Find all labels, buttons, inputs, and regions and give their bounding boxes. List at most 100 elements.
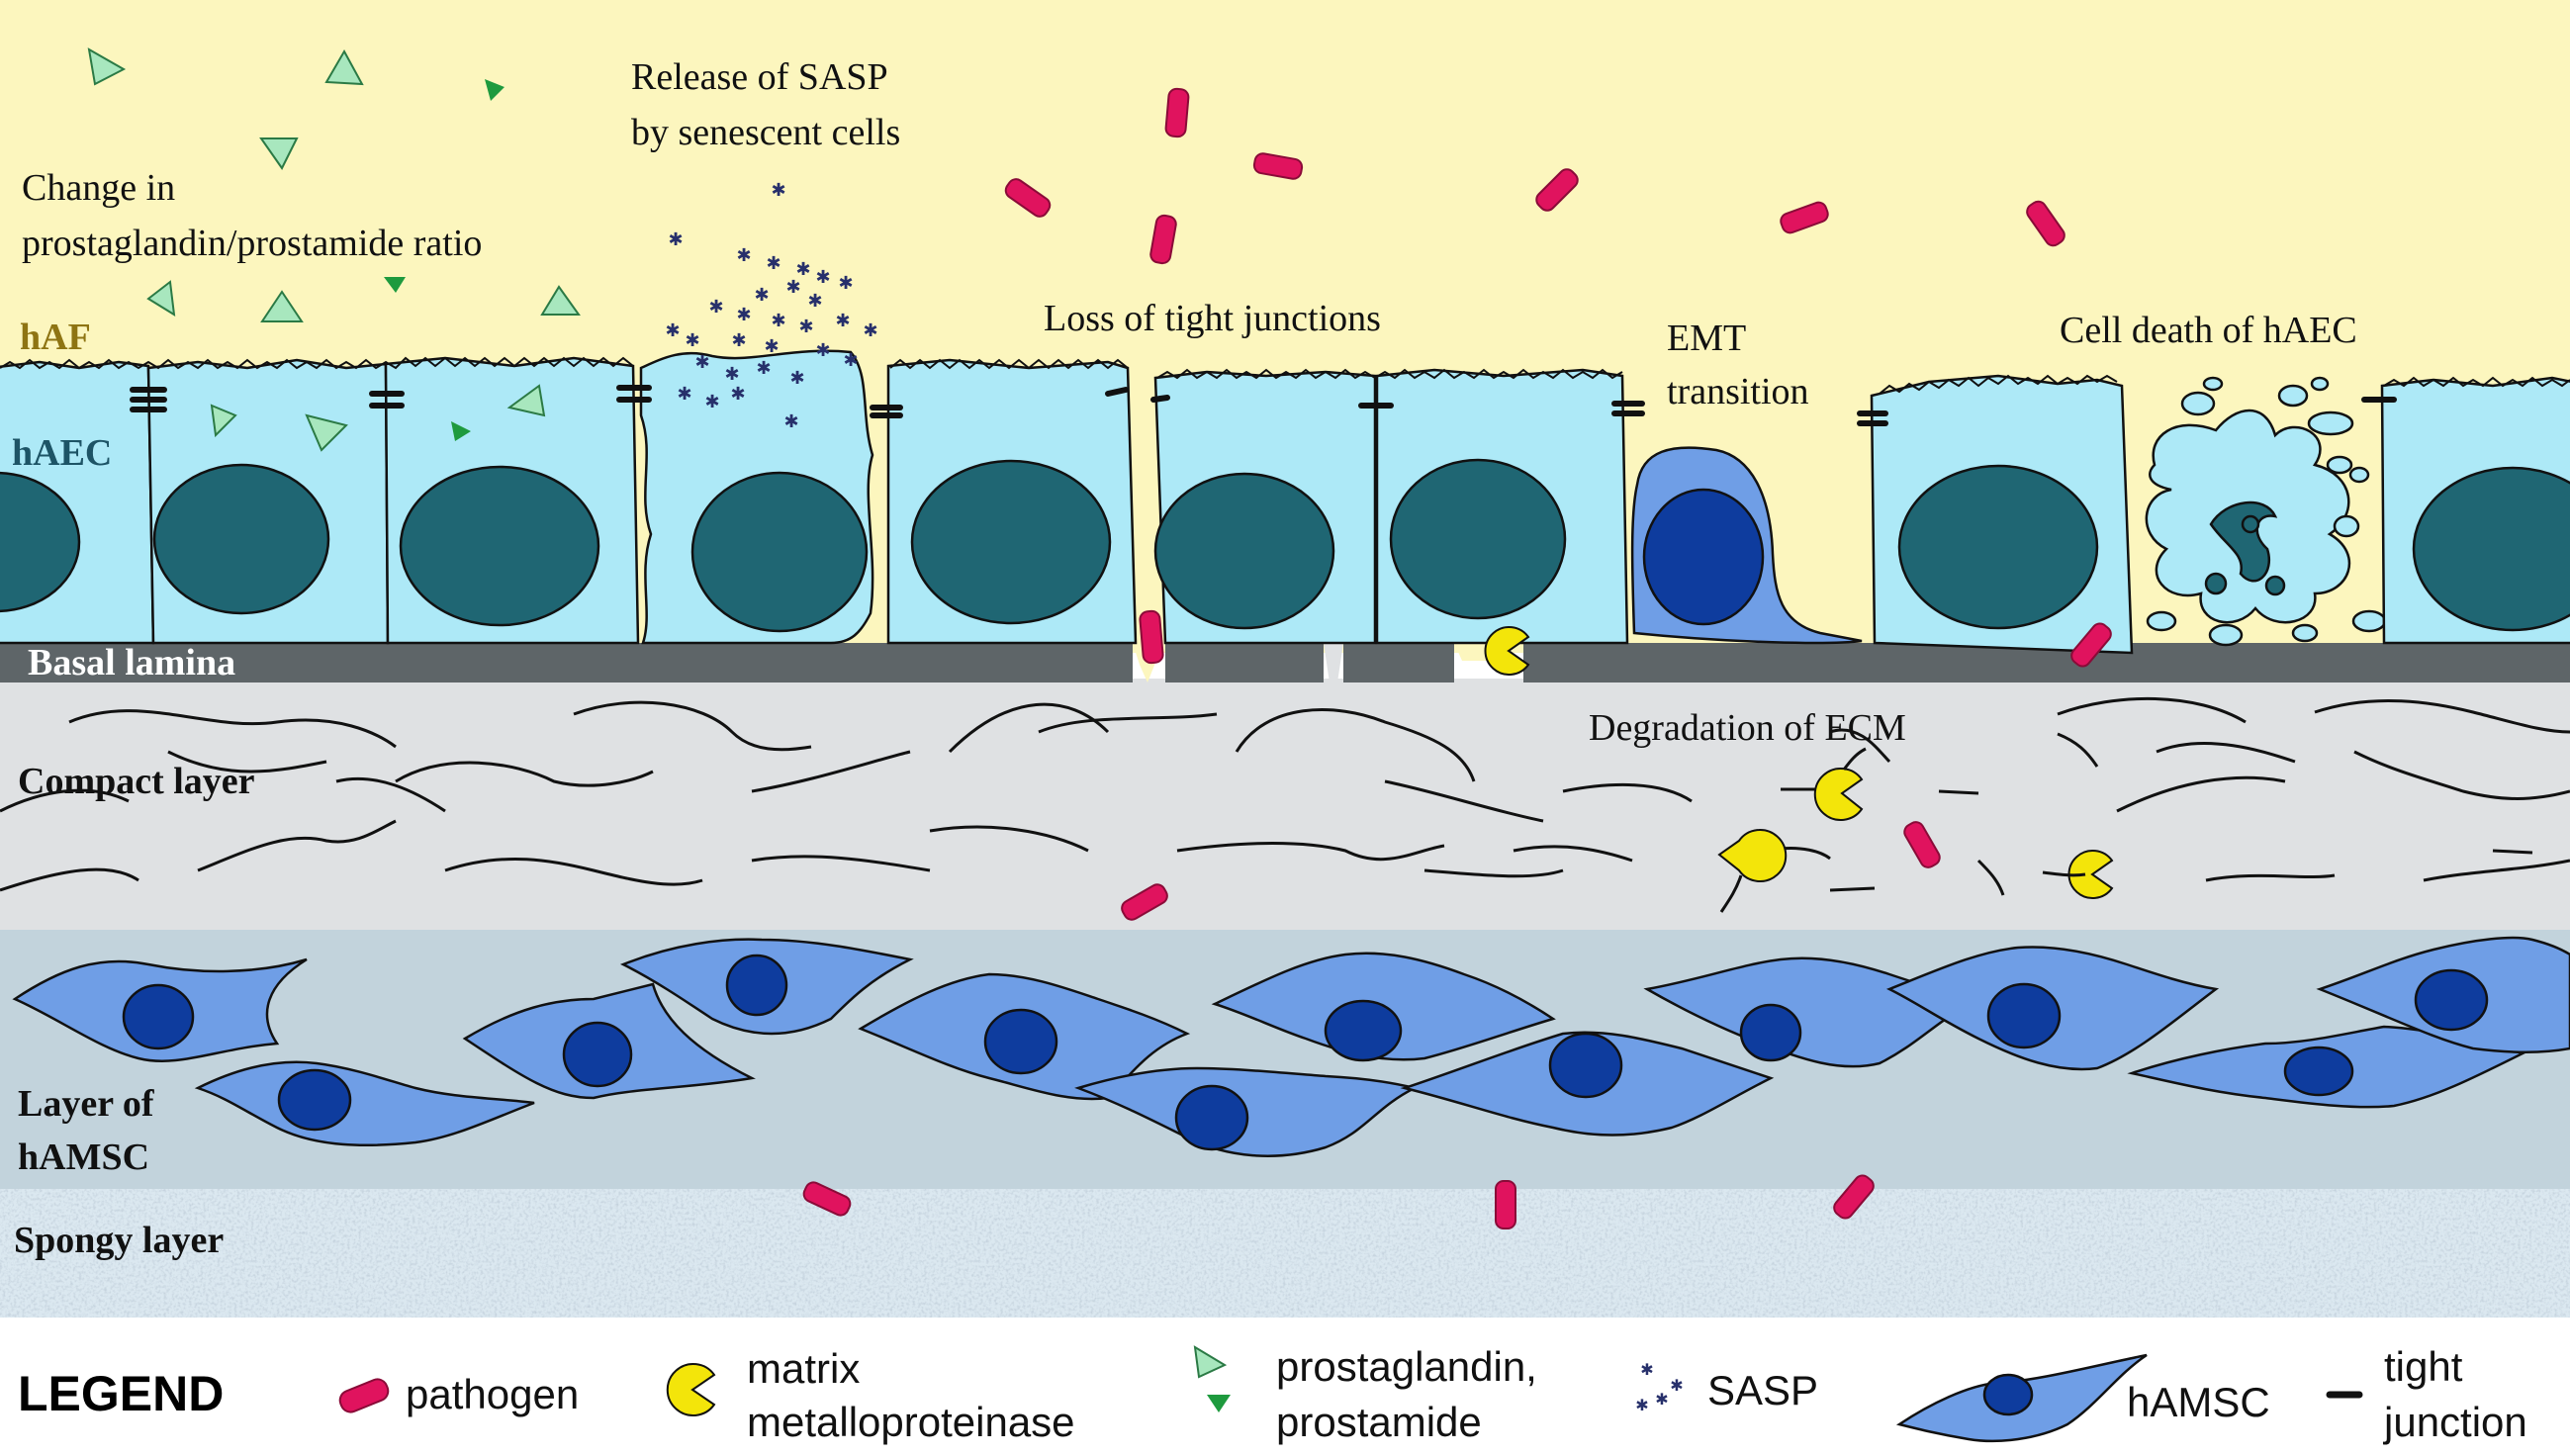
svg-text:✱: ✱ [736,245,751,266]
svg-text:✱: ✱ [724,364,739,385]
dying-cell [2145,376,2387,647]
legend-sasp-icon: ✱ ✱ ✱ ✱ [1635,1360,1683,1414]
svg-text:✱: ✱ [665,320,680,341]
hamsc-cell [619,938,914,1036]
haf-label: hAF [20,317,91,358]
amsc-layer-label-line2: hAMSC [18,1137,149,1178]
sasp-annotation-line1: Release of SASP [631,56,888,98]
svg-text:✱: ✱ [1640,1360,1653,1379]
svg-text:✱: ✱ [807,291,822,312]
haec-nucleus [1897,464,2099,630]
haec-cell-2 [146,358,390,645]
senescent-cell [639,349,874,645]
hamsc-cell [12,957,308,1062]
haec-nucleus [1153,472,1335,630]
legend-prostaglandin-icon [1193,1345,1228,1379]
legend: LEGEND pathogen matrix metalloproteinase… [18,1343,2527,1445]
emt-annotation-line2: transition [1667,371,1809,412]
svg-text:✱: ✱ [798,317,813,337]
haec-nucleus [0,471,81,613]
haec-nucleus [690,471,869,633]
haec-nucleus [152,463,330,615]
basal-lamina [0,643,2570,682]
legend-sasp-label: SASP [1707,1367,1818,1413]
amsc-layer-label-line1: Layer of [18,1083,155,1125]
svg-text:✱: ✱ [783,411,798,432]
haec-nucleus [1389,458,1567,620]
haec-cell-1 [0,360,155,645]
hamsc-cell [1400,1031,1775,1137]
svg-text:✱: ✱ [1655,1390,1668,1409]
annotations: Change in prostaglandin/prostamide ratio… [22,56,2357,749]
svg-text:✱: ✱ [668,229,683,250]
emt-cell [1630,446,1863,645]
svg-text:✱: ✱ [685,330,699,351]
svg-text:✱: ✱ [766,253,780,274]
svg-text:✱: ✱ [730,384,745,405]
pathogens [802,87,2112,1229]
cell-death-annotation: Cell death of hAEC [2060,310,2357,351]
svg-text:✱: ✱ [795,259,810,280]
legend-pathogen-icon [338,1378,390,1413]
ratio-annotation-line2: prostaglandin/prostamide ratio [22,223,482,264]
haec-cell-6 [1153,370,1377,645]
legend-hamsc-label: hAMSC [2127,1379,2270,1425]
haec-label: hAEC [12,432,112,474]
legend-mmp-label-line1: matrix [747,1345,860,1392]
ecm-annotation: Degradation of ECM [1589,707,1906,749]
svg-text:✱: ✱ [731,330,746,351]
tight-junction-annotation: Loss of tight junctions [1044,298,1381,339]
haec-cell-11 [2380,376,2570,645]
svg-text:✱: ✱ [863,320,877,341]
prostamide-triangles [384,79,505,441]
mmp-trails [1719,747,2086,913]
sasp-particles: ✱ ✱ ✱ ✱ ✱ ✱ ✱ ✱ ✱ ✱ ✱ ✱ ✱ ✱ ✱ ✱ ✱ ✱ ✱ ✱ … [665,180,877,432]
hamsc-cell [462,982,756,1100]
svg-text:✱: ✱ [694,352,709,373]
haec-cell-5 [886,358,1138,645]
svg-text:✱: ✱ [771,180,785,201]
svg-text:✱: ✱ [815,340,830,361]
svg-text:✱: ✱ [1635,1396,1648,1414]
legend-prostaglandin-label-line1: prostaglandin, [1276,1343,1537,1390]
legend-region [0,1318,2570,1456]
legend-pathogen-label: pathogen [406,1371,579,1417]
hamsc-cell [1211,952,1556,1062]
layer-labels: hAF hAEC Basal lamina Compact layer Laye… [12,317,255,1261]
collagen-fibers [0,696,2570,896]
hamsc-cell [858,972,1191,1101]
haec-nucleus [2412,466,2570,632]
svg-text:✱: ✱ [1670,1376,1683,1395]
svg-text:✱: ✱ [785,277,800,298]
haec-nucleus [399,465,600,627]
ratio-annotation-line1: Change in [22,167,175,209]
compact-layer-region [0,679,2570,930]
spongy-speckle [0,1189,2570,1318]
legend-mmp-label-line2: metalloproteinase [747,1399,1075,1445]
svg-text:✱: ✱ [789,368,804,389]
legend-hamsc-icon [1895,1353,2148,1443]
svg-text:✱: ✱ [754,285,769,306]
svg-text:✱: ✱ [708,297,723,318]
svg-text:✱: ✱ [764,336,779,357]
haec-cell-7 [1375,368,1629,645]
emt-annotation-line1: EMT [1667,318,1746,359]
legend-tight-junction-label-line2: junction [2382,1399,2527,1445]
hamsc-cells [12,936,2570,1157]
sasp-annotation-line2: by senescent cells [631,112,900,153]
svg-text:✱: ✱ [838,273,853,294]
legend-mmp-icon [666,1363,716,1416]
hamsc-cell [2127,1025,2526,1109]
mmp-enzymes [1484,626,2114,899]
spongy-layer-label: Spongy layer [14,1220,224,1261]
basal-lamina-label: Basal lamina [28,642,235,683]
hamsc-cell [194,1060,535,1147]
prostaglandin-triangles [87,47,581,452]
svg-text:✱: ✱ [704,392,719,412]
haec-nucleus [910,459,1112,625]
haec-cell-9 [1870,374,2134,655]
svg-text:✱: ✱ [815,267,830,288]
